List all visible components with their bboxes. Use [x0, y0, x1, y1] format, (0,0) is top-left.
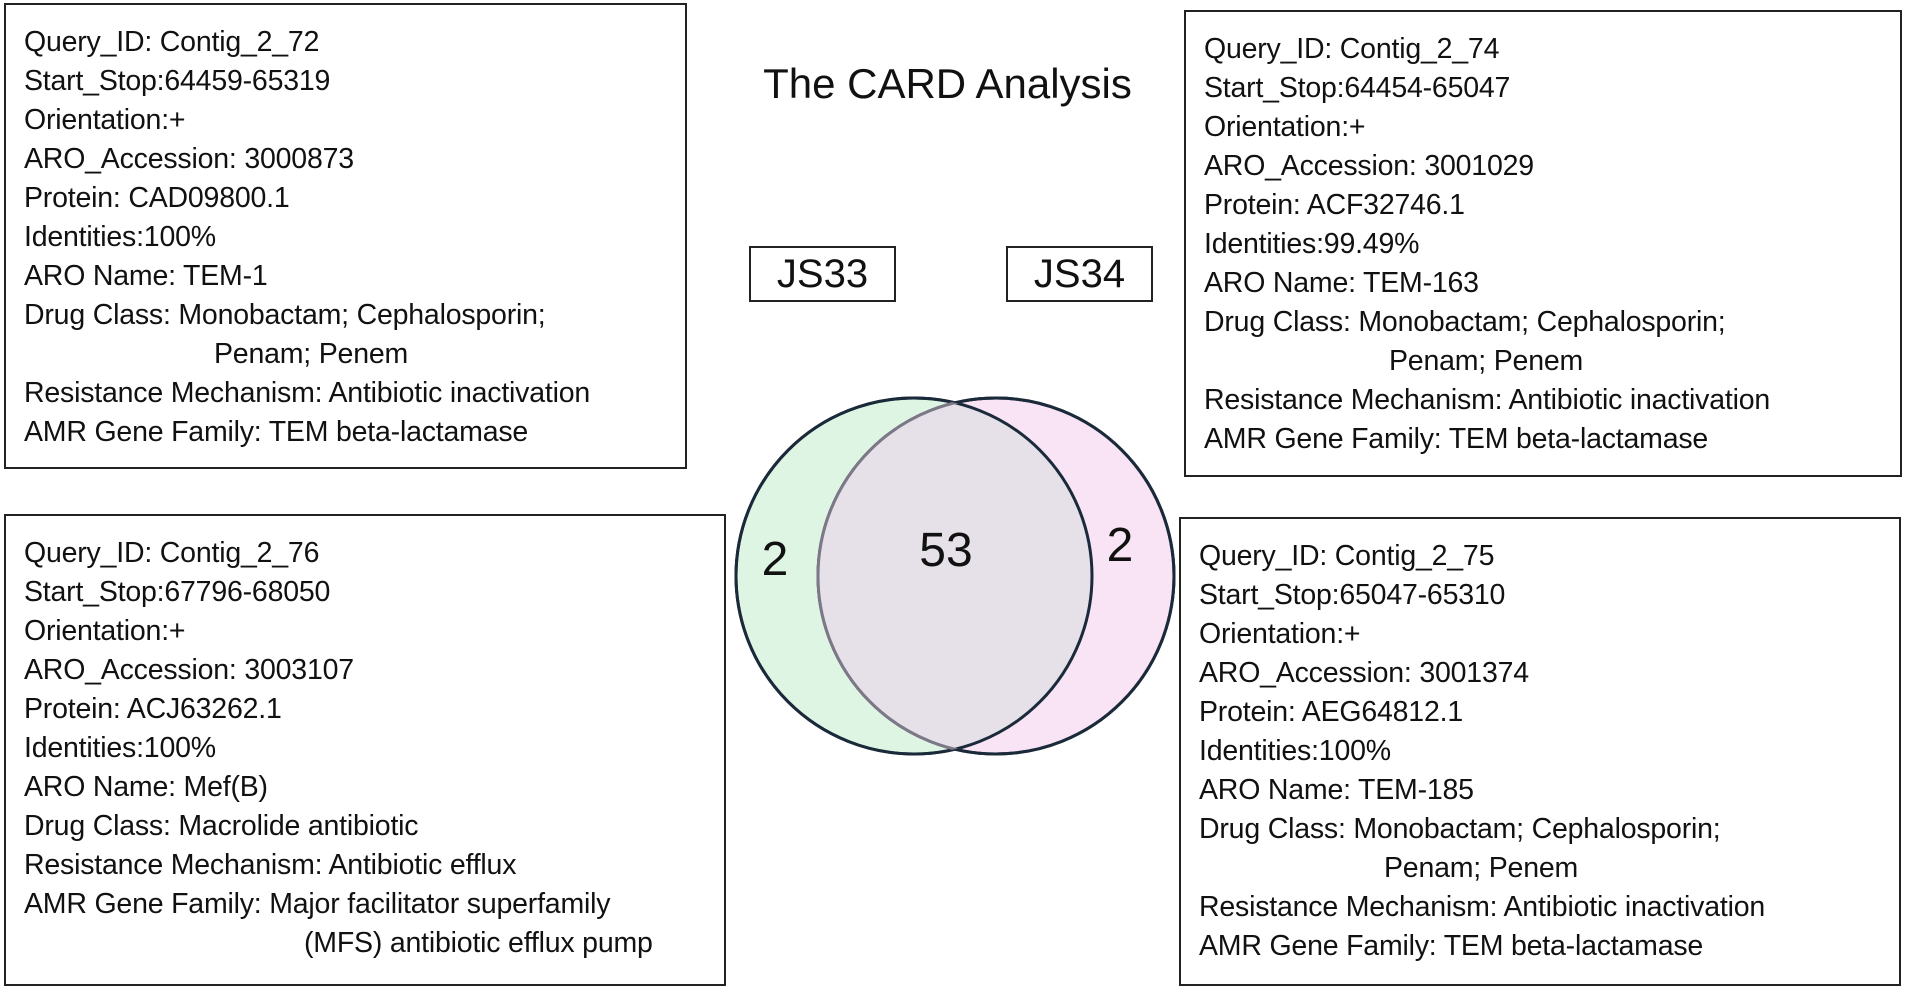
- info-line: ARO_Accession: 3001374: [1199, 657, 1529, 689]
- info-line: Orientation:+: [1204, 111, 1366, 143]
- info-line: Drug Class: Monobactam; Cephalosporin;: [24, 299, 546, 331]
- info-line: Penam; Penem: [1389, 345, 1584, 377]
- info-box-contig-2-74: Query_ID: Contig_2_74 Start_Stop:64454-6…: [1184, 10, 1902, 477]
- info-line: Resistance Mechanism: Antibiotic efflux: [24, 849, 517, 881]
- venn-count-shared: 53: [919, 524, 972, 577]
- info-line: Drug Class: Macrolide antibiotic: [24, 810, 419, 842]
- info-line: Resistance Mechanism: Antibiotic inactiv…: [1204, 384, 1771, 416]
- info-line: Start_Stop:64459-65319: [24, 65, 331, 97]
- info-line: (MFS) antibiotic efflux pump: [304, 927, 653, 959]
- info-line: Orientation:+: [24, 104, 186, 136]
- info-line: Identities:100%: [24, 221, 216, 253]
- info-line: ARO_Accession: 3003107: [24, 654, 354, 686]
- info-line: Start_Stop:64454-65047: [1204, 72, 1511, 104]
- info-line: Protein: ACF32746.1: [1204, 189, 1465, 221]
- info-line: Query_ID: Contig_2_72: [24, 26, 320, 58]
- set-label-js34: JS34: [1006, 246, 1153, 302]
- diagram-title: The CARD Analysis: [763, 60, 1132, 107]
- info-line: Orientation:+: [1199, 618, 1361, 650]
- info-line: Query_ID: Contig_2_76: [24, 537, 320, 569]
- info-line: Start_Stop:67796-68050: [24, 576, 331, 608]
- info-line: AMR Gene Family: Major facilitator super…: [24, 888, 611, 920]
- info-line: ARO_Accession: 3001029: [1204, 150, 1534, 182]
- info-line: ARO Name: Mef(B): [24, 771, 268, 803]
- info-line: ARO Name: TEM-185: [1199, 774, 1474, 806]
- info-line: Start_Stop:65047-65310: [1199, 579, 1506, 611]
- info-box-contig-2-75: Query_ID: Contig_2_75 Start_Stop:65047-6…: [1179, 517, 1901, 986]
- info-line: Identities:100%: [24, 732, 216, 764]
- info-line: Orientation:+: [24, 615, 186, 647]
- venn-count-only-js33: 2: [762, 533, 789, 586]
- info-line: Penam; Penem: [1384, 852, 1579, 884]
- info-line: Protein: AEG64812.1: [1199, 696, 1463, 728]
- info-line: Protein: ACJ63262.1: [24, 693, 282, 725]
- info-box-contig-2-72: Query_ID: Contig_2_72 Start_Stop:64459-6…: [4, 3, 687, 469]
- venn-count-only-js34: 2: [1107, 519, 1134, 572]
- venn-circle-js33-outline: [734, 396, 1094, 756]
- venn-circle-js34-outer-arc: [816, 396, 1176, 756]
- info-line: Resistance Mechanism: Antibiotic inactiv…: [24, 377, 591, 409]
- info-line: Penam; Penem: [214, 338, 409, 370]
- set-label-js33: JS33: [749, 246, 896, 302]
- info-line: Query_ID: Contig_2_75: [1199, 540, 1495, 572]
- info-line: AMR Gene Family: TEM beta-lactamase: [1199, 930, 1704, 962]
- info-line: AMR Gene Family: TEM beta-lactamase: [24, 416, 529, 448]
- info-box-contig-2-76: Query_ID: Contig_2_76 Start_Stop:67796-6…: [4, 514, 726, 986]
- info-line: Drug Class: Monobactam; Cephalosporin;: [1199, 813, 1721, 845]
- info-line: ARO Name: TEM-1: [24, 260, 268, 292]
- info-line: Resistance Mechanism: Antibiotic inactiv…: [1199, 891, 1766, 923]
- info-line: Protein: CAD09800.1: [24, 182, 290, 214]
- info-line: ARO Name: TEM-163: [1204, 267, 1479, 299]
- info-line: Drug Class: Monobactam; Cephalosporin;: [1204, 306, 1726, 338]
- info-line: AMR Gene Family: TEM beta-lactamase: [1204, 423, 1709, 455]
- info-line: ARO_Accession: 3000873: [24, 143, 354, 175]
- info-line: Identities:100%: [1199, 735, 1391, 767]
- info-line: Identities:99.49%: [1204, 228, 1420, 260]
- info-line: Query_ID: Contig_2_74: [1204, 33, 1500, 65]
